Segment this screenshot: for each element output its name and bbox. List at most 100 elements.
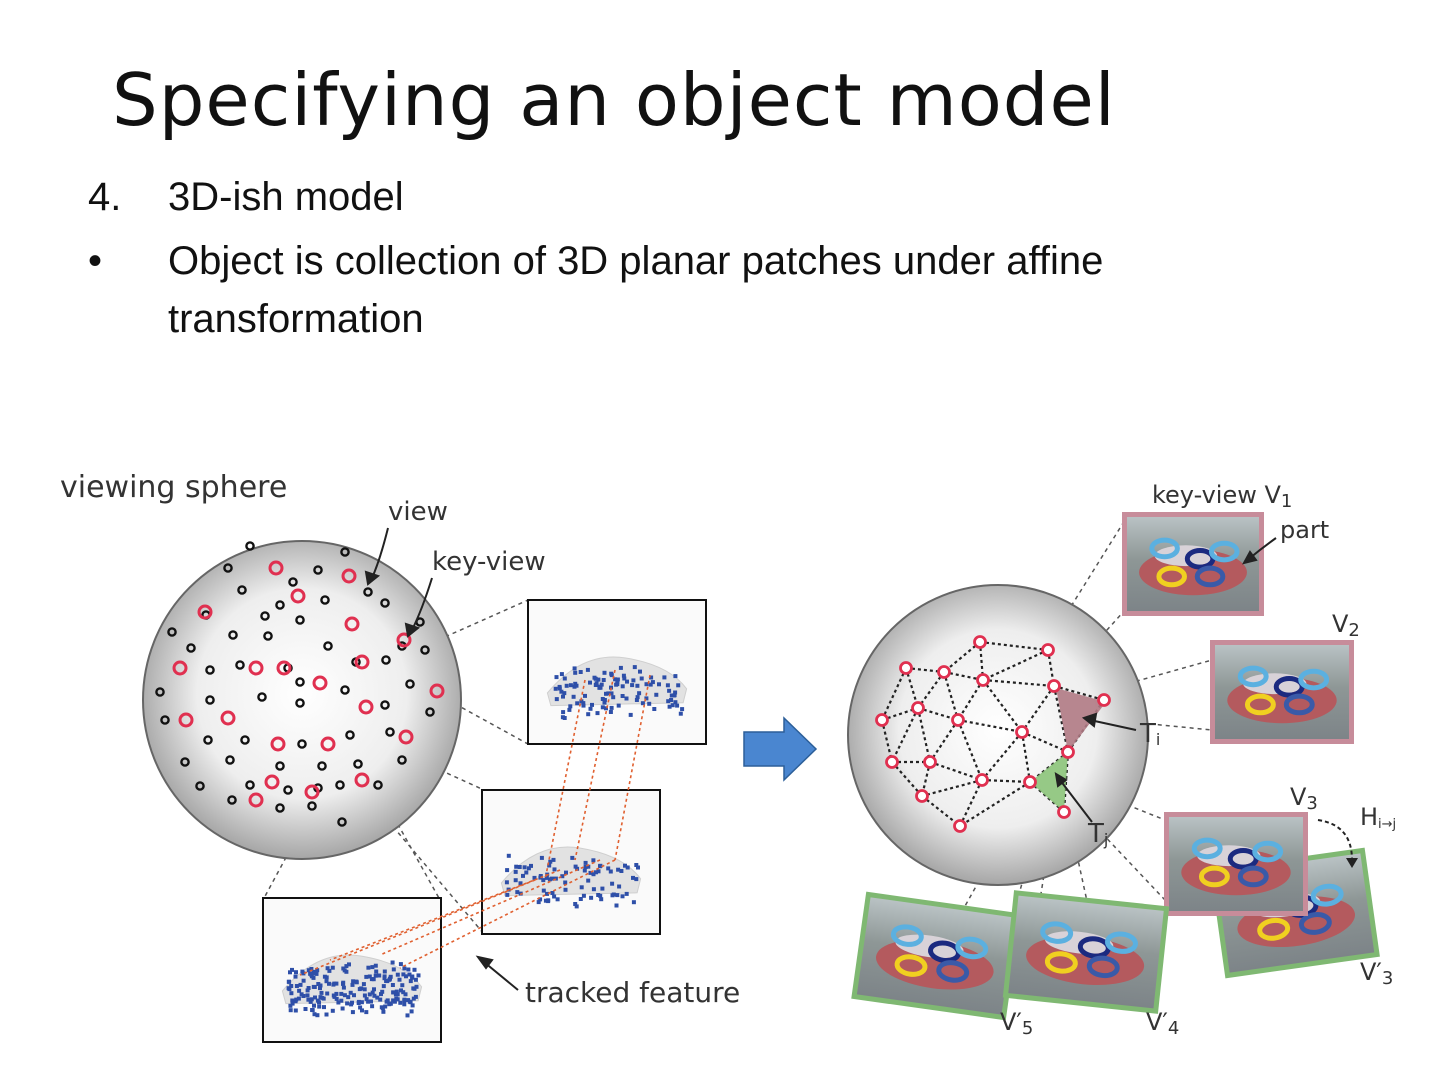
part-ellipse	[1283, 693, 1315, 716]
tracked-feature-point	[306, 986, 311, 990]
tracked-feature-point	[303, 1007, 308, 1011]
tracked-feature-point	[578, 670, 583, 674]
tracked-feature-point	[623, 863, 627, 868]
tracked-feature-point	[309, 997, 314, 1002]
part-sphere	[847, 584, 1149, 886]
mesh-edge	[880, 719, 894, 763]
tracked-feature-point	[532, 875, 537, 880]
slide-title: Specifying an object model	[112, 58, 1116, 142]
mesh-node	[1041, 643, 1055, 657]
tj-label: Tj	[1087, 819, 1108, 849]
mesh-edge	[921, 795, 961, 827]
tracked-feature-point	[311, 970, 316, 975]
tracked-feature-point	[364, 1010, 369, 1015]
view-image-vp5	[851, 891, 1021, 1021]
tracked-feature-point	[370, 1004, 375, 1009]
tracked-feature-point	[575, 701, 580, 706]
tracked-feature-point	[559, 672, 564, 677]
mesh-node	[911, 701, 925, 715]
view-dot	[260, 611, 270, 621]
mesh-nodes	[875, 635, 1111, 833]
tracked-feature-point	[370, 990, 375, 995]
tracked-feature-point	[673, 690, 678, 695]
tracked-feature-point	[590, 702, 594, 707]
tracked-feature-point	[544, 875, 549, 880]
tracked-feature-point	[395, 972, 400, 977]
tracked-feature-point	[309, 967, 314, 971]
view-dot	[317, 761, 327, 771]
key-view-ring	[248, 660, 264, 676]
view-dot	[205, 665, 215, 675]
tracked-feature-point	[518, 881, 523, 886]
tracked-feature-point	[673, 674, 678, 679]
tracked-feature-point	[342, 968, 347, 973]
tracked-feature-point	[611, 892, 616, 897]
mesh-node	[1023, 775, 1037, 789]
tracked-feature-point	[370, 965, 375, 970]
tracked-feature-point	[586, 712, 591, 717]
tracked-feature-point	[350, 1010, 355, 1015]
tracked-feature-point	[602, 700, 607, 705]
key-view-ring	[320, 736, 336, 752]
view-dot	[320, 595, 330, 605]
tracked-feature-point	[596, 869, 601, 874]
tracked-feature-point	[563, 880, 568, 885]
view-dot	[245, 541, 255, 551]
tracked-feature-point	[615, 893, 620, 898]
tracked-feature-point	[347, 962, 351, 967]
tracked-feature-point	[401, 972, 406, 977]
part-arrow	[1242, 537, 1277, 565]
tracked-feature-point	[322, 1005, 326, 1010]
view-dot	[155, 687, 165, 697]
mesh-node	[1015, 725, 1029, 739]
tracked-feature-point	[379, 992, 383, 997]
tracked-feature-point	[632, 665, 637, 670]
tracked-feature-point	[372, 993, 377, 998]
tracked-feature-point	[331, 982, 336, 987]
feature-frame-middle	[481, 789, 661, 935]
view-dot	[381, 655, 391, 665]
part-ellipse	[890, 924, 924, 947]
tracked-feature-point	[579, 699, 584, 704]
tracked-feature-point	[373, 973, 378, 978]
tracked-feature-point	[546, 899, 551, 904]
tracked-feature-point	[600, 705, 605, 710]
key-view-ring	[220, 710, 236, 726]
key-view-ring	[276, 660, 292, 676]
tracked-feature-point	[514, 864, 519, 869]
mesh-edge	[956, 719, 984, 781]
tracked-feature-point	[316, 982, 321, 986]
tracked-feature-point	[583, 693, 587, 698]
part-ellipse	[1208, 540, 1240, 563]
tracked-feature-point	[358, 1005, 363, 1010]
tracked-feature-point	[559, 689, 564, 694]
mesh-edge	[917, 706, 959, 722]
tracked-feature-point	[380, 989, 385, 994]
tracked-feature-point	[293, 1008, 298, 1013]
h-arrow	[1317, 819, 1353, 861]
part-ellipse	[1086, 955, 1120, 979]
tracked-feature-point	[598, 893, 603, 898]
tracked-feature-point	[572, 684, 577, 689]
tracked-feature-point	[315, 1013, 320, 1018]
tracked-feature-point	[521, 873, 525, 878]
key-view-ring	[358, 699, 374, 715]
tracked-feature-point	[636, 865, 640, 870]
tracked-feature-point	[364, 974, 369, 979]
mesh-node	[1057, 805, 1071, 819]
tracked-feature-point	[594, 870, 598, 875]
tracked-feature-point	[673, 700, 678, 705]
tracked-feature-point	[416, 973, 421, 978]
tracked-feature-point	[331, 993, 336, 998]
tracked-feature-point	[573, 864, 578, 869]
tracked-feature-point	[513, 869, 518, 874]
tracked-feature-point	[548, 859, 553, 864]
tracked-feature-point	[350, 982, 355, 987]
tracked-feature-point	[342, 993, 347, 998]
tracked-feature-point	[296, 996, 301, 1001]
tracked-feature-point	[319, 990, 324, 995]
v2-label: V2	[1332, 610, 1360, 641]
tracked-feature-point	[318, 986, 322, 991]
tracked-feature-point	[552, 894, 557, 899]
tracked-feature-point	[388, 976, 392, 981]
